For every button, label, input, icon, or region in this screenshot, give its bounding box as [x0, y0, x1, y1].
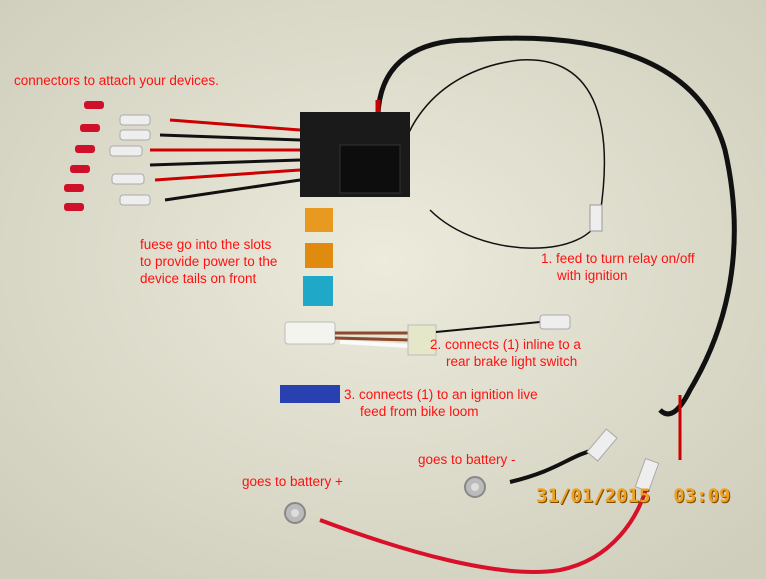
brake-label-line: 2. connects (1) inline to a: [430, 337, 581, 352]
battery-negative-label: goes to battery -: [418, 452, 516, 467]
fuse-blue: [303, 276, 333, 306]
white-connector: [284, 321, 336, 345]
connectors-label: connectors to attach your devices.: [14, 73, 219, 88]
thin-wire-loop: [397, 59, 606, 249]
ignition-label-line: feed from bike loom: [360, 404, 479, 419]
main-cable: [375, 35, 737, 417]
feed-label: 1. feed to turn relay on/off with igniti…: [541, 250, 695, 284]
fuses-label-line: device tails on front: [140, 271, 257, 286]
fuse-orange-1: [305, 208, 333, 232]
fuses-label-line: to provide power to the: [140, 254, 278, 269]
fuses-label: fuese go into the slots to provide power…: [140, 236, 277, 287]
brake-label-line: rear brake light switch: [446, 354, 578, 369]
ignition-label-line: 3. connects (1) to an ignition live: [344, 387, 538, 402]
scotch-lock-connector: [280, 385, 340, 403]
battery-positive-label: goes to battery +: [242, 474, 343, 489]
fuse-orange-2: [305, 243, 333, 268]
feed-label-line: with ignition: [557, 268, 628, 283]
fuses-label-line: fuese go into the slots: [140, 237, 272, 252]
ignition-label: 3. connects (1) to an ignition live feed…: [344, 386, 538, 420]
date-timestamp: 31/01/2015 03:09: [536, 485, 731, 507]
brake-label: 2. connects (1) inline to a rear brake l…: [430, 336, 581, 370]
feed-label-line: 1. feed to turn relay on/off: [541, 251, 695, 266]
